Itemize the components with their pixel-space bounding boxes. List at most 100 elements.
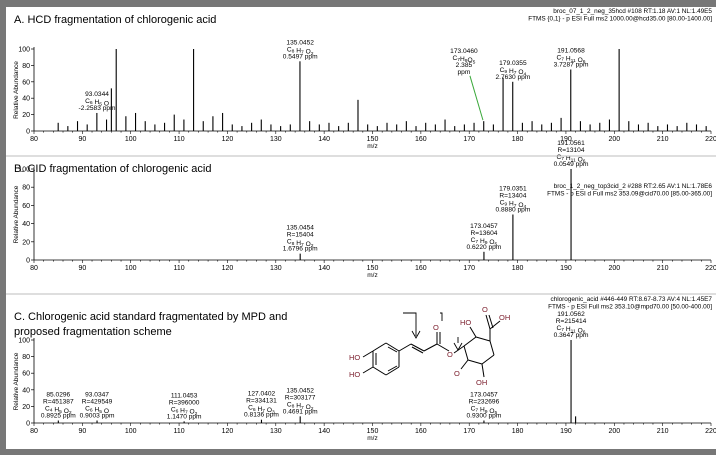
panel-c-x-tick-label: 160 [415,428,427,435]
panel-a-x-tick-label: 110 [173,136,184,143]
panel-c-annotation-line: C6 H7 O3 [248,405,275,416]
panel-a-x-tick-label: 140 [318,136,330,143]
panel-c-x-tick-label: 90 [78,428,86,435]
panel-c-x-tick-label: 190 [560,428,572,435]
panel-c-y-axis-label: Relative Abundance [13,352,20,410]
spectra-figure: A. HCD fragmentation of chlorogenic acid… [6,7,716,449]
panel-b-x-tick-label: 130 [270,265,282,272]
chlorogenic-acid-structure [362,314,501,378]
structure-bond [469,326,477,338]
panel-c-annotation-line: 173.0457 [470,392,498,399]
panel-b-annotation-line: 135.0454 [286,225,314,232]
panel-a-chart: A. HCD fragmentation of chlorogenic acid… [13,8,716,150]
panel-b-x-axis-label: m/z [367,272,377,279]
panel-c-annotation-line: 0.4691 ppm [283,408,318,415]
panel-c-annotation-line: C6 H5 O [85,406,109,415]
panel-c-annotation-line: R=215414 [556,318,587,325]
panel-b-x-tick-label: 220 [705,265,716,272]
panel-b-annotation-line: R=13404 [499,193,526,200]
panel-b-y-tick-label: 100 [18,167,30,174]
structure-bond [362,350,374,358]
panel-c-annotation-line: R=396000 [169,399,200,406]
panel-c-y-tick-label: 20 [22,404,30,411]
panel-a-x-tick-label: 80 [30,136,38,143]
panel-c-annotation-line: R=429549 [82,399,113,406]
panel-c-x-tick-label: 140 [318,428,330,435]
panel-c-x-tick-label: 220 [705,428,716,435]
panel-a-x-tick-label: 170 [463,136,475,143]
panel-b-annotation-line: 0.6220 ppm [467,244,502,251]
panel-b-x-tick-label: 200 [608,265,620,272]
fragmentation-arrow [403,312,417,336]
panel-b-x-tick-label: 160 [415,265,427,272]
panel-c-x-tick-label: 200 [608,428,620,435]
panel-b-x-tick-label: 90 [78,265,86,272]
panel-c-annotation-line: 0.9003 ppm [80,413,115,420]
panel-c-annotation-line: 135.0452 [286,387,314,394]
panel-c-x-tick-label: 150 [367,428,379,435]
spectra-svg: A. HCD fragmentation of chlorogenic acid… [6,8,716,442]
panel-a-x-tick-label: 130 [270,136,282,143]
panel-c-x-tick-label: 210 [657,428,669,435]
panel-b-header-line: FTMS - p ESI d Full ms2 353.09@cid70.00 … [547,191,712,198]
panel-a-annotation-line: C6 H5 O [85,98,109,107]
panel-a-annotation-line: 2.7630 ppm [495,74,530,81]
panel-b-x-tick-label: 170 [463,265,475,272]
quinic-ring-bond [489,340,495,356]
panel-c-header-line: chlorogenic_acid #446-449 RT:8.67-8.73 A… [550,296,712,303]
panel-b-annotation-line: C9 H7 O4 [500,200,527,211]
panel-a-x-tick-label: 200 [608,136,620,143]
panel-a-annotation-line: 179.0355 [499,60,527,67]
structure-bond [485,314,491,330]
structure-label-ho: HO [349,353,360,362]
panel-a-x-tick-label: 220 [705,136,716,143]
panel-b-annotation-line: C8 H7 O2 [287,239,314,250]
structure-bond [436,343,450,352]
structure-label-o: O [454,369,460,378]
panel-c-annotation-line: 85.0296 [46,392,70,399]
structure-label-o: O [482,305,488,314]
panel-a-annotation-line: 0.5497 ppm [283,53,318,60]
panel-c-annotation-line: 0.8136 ppm [244,412,279,419]
fragmentation-arrow [440,312,443,321]
panel-b-x-tick-label: 80 [30,265,38,272]
panel-c-header-line: FTMS - p ESI Full ms2 353.10@mpd70.00 [5… [548,304,712,311]
panel-c-y-tick-label: 100 [18,338,30,345]
structure-label-oh: OH [476,378,487,387]
panel-a-annotation-line: 173.0460 [450,48,478,55]
panel-b-annotation-line: 191.0561 [557,140,585,147]
panel-a-annotation-line: ppm [458,69,471,76]
structure-bond [423,343,438,352]
panel-c-x-tick-label: 110 [173,428,184,435]
aromatic-ring-bond [372,342,387,352]
panel-a-y-tick-label: 0 [26,129,30,136]
panel-a-x-tick-label: 210 [657,136,669,143]
panel-a-y-tick-label: 80 [22,63,30,70]
panel-a-x-tick-label: 190 [560,136,572,143]
aromatic-ring-bond [372,366,387,376]
quinic-ring-bond [481,354,495,365]
panel-c-x-tick-label: 180 [512,428,524,435]
panel-b-x-tick-label: 150 [367,265,379,272]
panel-b-annotation-line: 1.6796 ppm [283,246,318,253]
panel-a-y-tick-label: 100 [18,47,30,54]
panel-b-x-tick-label: 140 [318,265,330,272]
structure-label-o: O [433,323,439,332]
panel-c-title-line2: proposed fragmentation scheme [14,326,172,338]
panel-b-y-axis-label: Relative Abundance [13,185,20,243]
panel-a-title: A. HCD fragmentation of chlorogenic acid [14,14,216,26]
panel-a-annotation-line: 2.385 [456,62,473,69]
aromatic-double-bond [387,346,398,353]
panel-b-annotation-line: R=13604 [470,230,497,237]
panel-a-x-tick-label: 120 [222,136,234,143]
panel-a-annotation-line: 93.0344 [85,91,109,98]
panel-a-header-line: FTMS {0,1} - p ESI Full ms2 1000.00@hcd3… [528,16,712,23]
panel-b-header-line: broc_1_2_neg_top3cid_2 #288 RT:2.65 AV:1… [554,183,713,190]
panel-b-title: B. CID fragmentation of chlorogenic acid [14,163,212,175]
panel-b-y-tick-label: 60 [22,203,30,210]
structure-label-ho: HO [460,318,471,327]
panel-c-annotation-line: 93.0347 [85,392,109,399]
panel-a-x-tick-label: 100 [125,136,137,143]
structure-bond [481,363,485,378]
quinic-ring-bond [463,336,477,347]
